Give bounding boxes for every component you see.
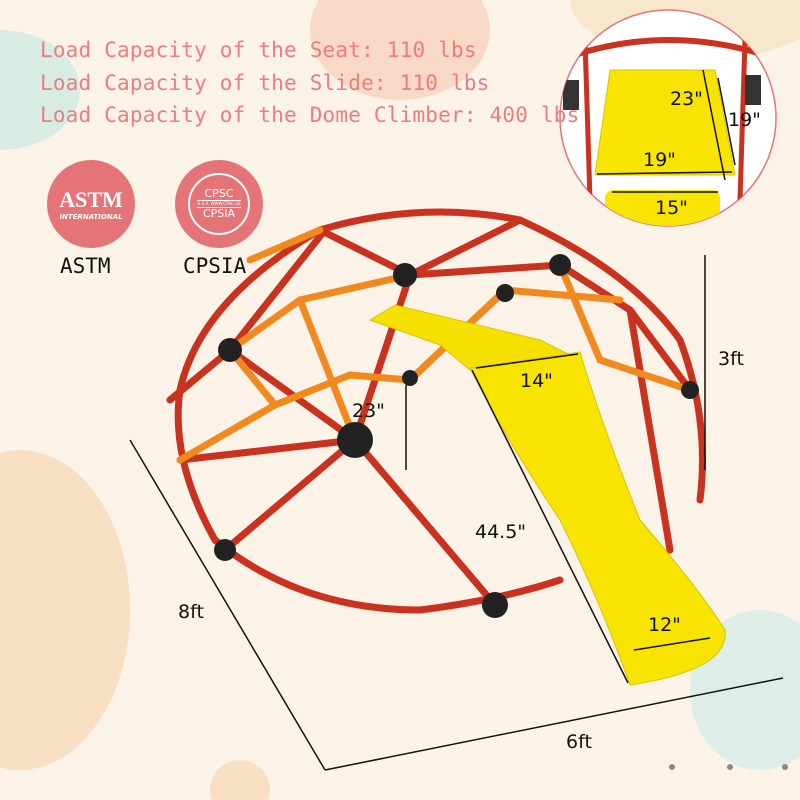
cpsc-logo-middle: U.S.A. WWW.CPSC.US bbox=[197, 199, 241, 209]
cpsia-logo-bottom: CPSIA bbox=[202, 207, 236, 221]
astm-logo-subtext: INTERNATIONAL bbox=[59, 213, 123, 221]
seat-height-dimension: 23" bbox=[352, 400, 385, 422]
slide-bottom-width-dimension: 12" bbox=[648, 614, 681, 636]
inset-seat-width: 19" bbox=[643, 149, 676, 171]
cpsc-logo-top: CPSC bbox=[204, 187, 234, 201]
width-dimension: 6ft bbox=[566, 731, 592, 753]
height-dimension: 3ft bbox=[718, 348, 744, 370]
astm-logo-text: ASTM bbox=[59, 187, 123, 212]
inset-slide-top-width: 15" bbox=[655, 197, 688, 219]
cpsia-logo: CPSC U.S.A. WWW.CPSC.US CPSIA bbox=[175, 160, 263, 248]
dome-capacity-text: Load Capacity of the Dome Climber: 400 l… bbox=[40, 103, 580, 127]
seat-capacity-text: Load Capacity of the Seat: 110 lbs bbox=[40, 38, 477, 62]
dimension-lines bbox=[129, 255, 784, 771]
slide-length-dimension: 44.5" bbox=[475, 521, 526, 543]
astm-logo: ASTM INTERNATIONAL bbox=[47, 160, 135, 248]
slide bbox=[368, 304, 726, 686]
slide-capacity-text: Load Capacity of the Slide: 110 lbs bbox=[40, 71, 490, 95]
astm-label: ASTM bbox=[60, 254, 111, 278]
inset-seat-length: 23" bbox=[670, 88, 703, 110]
depth-dimension: 8ft bbox=[178, 601, 204, 623]
inset-side-length: 19" bbox=[728, 109, 761, 131]
seat-detail-inset: 23" 19" 19" 15" bbox=[559, 9, 777, 227]
dome-climber-frame bbox=[166, 208, 706, 618]
cpsia-label: CPSIA bbox=[183, 254, 247, 278]
slide-top-width-dimension: 14" bbox=[520, 370, 553, 392]
